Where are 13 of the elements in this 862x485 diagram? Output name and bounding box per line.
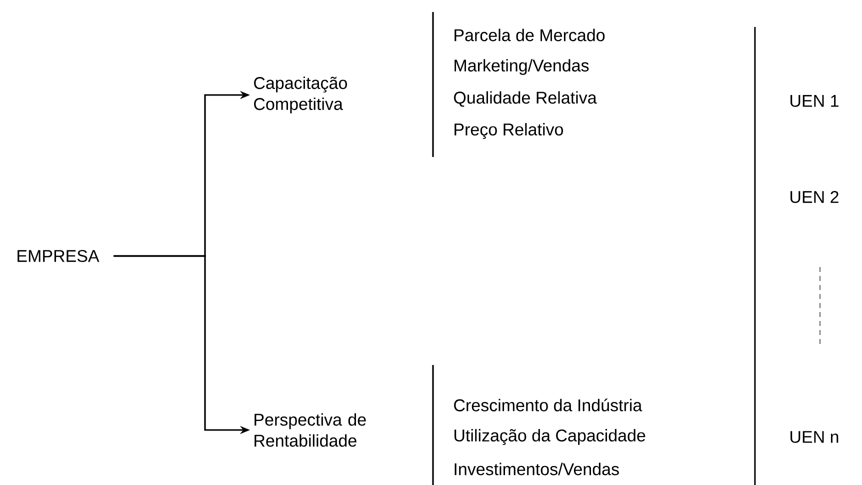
root-text: EMPRESA [18,250,100,262]
unit-label: UEN 1 [790,95,838,107]
unit-label: UEN n [790,431,838,443]
category-text: Perspectiva de Rentabilidade [254,413,366,447]
list-item: Crescimento da Indústria [454,398,642,412]
list-item: Parcela de Mercado [454,28,605,42]
unit-label: UEN 2 [790,190,838,204]
list-item: Preço Relativo [454,123,563,139]
category-text: Capacitação Competitiva [254,76,347,114]
list-item: Utilização da Capacidade [454,429,646,445]
list-item: Marketing/Vendas [454,59,589,75]
list-item: Qualidade Relativa [454,91,597,107]
list-item: Investimentos/Vendas [454,462,619,476]
